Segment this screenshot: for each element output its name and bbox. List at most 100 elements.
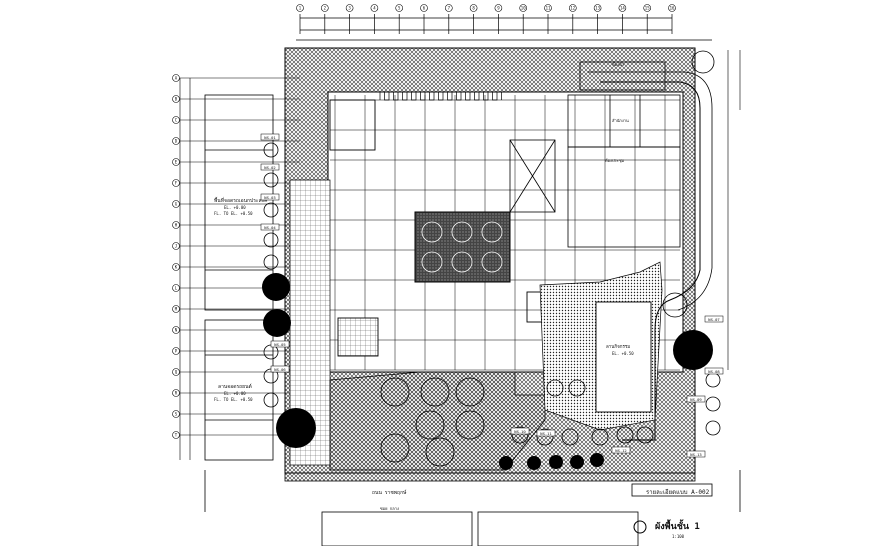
grid-bubble-top [420,4,428,12]
grid-bubble-left [172,368,180,376]
grid-bubble-top [444,4,453,12]
grid-bubble-top [568,4,577,12]
tree-tag-label: NS.02 [264,165,275,170]
tree-tag [510,427,530,435]
lower-right-level: EL. +0.50 [612,351,634,356]
grid-bubble-top [643,4,652,12]
grid-bubble-left [172,389,180,397]
tree-tag-label: NS.12 [615,448,626,453]
drawing-title: ผังพื้นชั้น 1 [655,519,700,532]
grid-label-top: 13 [595,6,600,11]
grid-bubble-top [370,4,379,12]
grid-label-left: N [175,328,178,333]
tree-tag-label: NS.04 [264,225,276,230]
grid-bubble-top [494,4,503,12]
tree-tag-label: NS.06 [274,367,286,372]
left-grid-lines [176,77,300,460]
grid-label-top: 12 [570,6,575,11]
grid-label-top: 10 [521,6,526,11]
grid-label-left: R [175,391,178,396]
grid-label-left: J [175,244,177,249]
grid-bubble-top [618,4,627,12]
tree-tag [260,133,280,141]
top-facade [379,91,502,101]
section-reference: รายละเอียดแบบ A-002 [646,488,710,496]
tree-tag-label: NS.09 [690,397,702,402]
grid-bubble-left [172,305,180,313]
right-side-dims [727,50,741,370]
grid-label-left: M [175,307,178,312]
grid-label-left: P [175,349,178,354]
tree-tag [704,367,724,375]
grid-label-left: E [175,160,178,165]
driveway [600,81,701,441]
tree-tag [270,365,290,373]
grid-bubble-top [469,4,478,12]
tree-tag [260,223,280,231]
grid-label-top: 6 [423,6,426,11]
tree-tag-label: NS.13 [690,452,701,457]
tree-tag-label: NS.08 [708,369,720,374]
grid-bubble-top [296,4,304,12]
zone-upper-left-label: พื้นที่จอดรถเอนกประสงค์ [214,195,267,204]
grid-bubble-top [668,4,676,12]
grid-bubble-left [172,410,180,418]
grid-label-top: 7 [448,6,451,11]
drawing-scale: 1:100 [672,534,685,539]
grid-label-top: 15 [645,6,650,11]
grid-label-left: T [175,433,178,438]
grid-bubble-left [172,242,180,250]
lower-right-building [595,301,652,413]
grid-label-top: 8 [472,6,475,11]
grid-bubble-left [172,431,180,439]
grid-bubble-top [345,4,354,12]
grid-bubble-left [172,263,180,271]
right-building-1: สำนักงาน [612,118,629,123]
grid-label-top: 2 [324,6,327,11]
tree-tag-label: NS.03 [264,195,275,200]
service-core [329,99,558,357]
grid-label-top: 11 [546,6,551,11]
tree-tag [260,163,280,171]
lower-plaza [329,371,546,471]
zone-lower-left-label: ลานจอดรถยนต์ [218,383,252,390]
grid-bubble-top [395,4,404,12]
grid-label-top: 14 [620,6,625,11]
atrium-void [509,139,556,213]
grid-label-top: 9 [497,6,500,11]
grid-bubble-left [172,221,180,229]
tree-tag-label: NS.11 [540,431,552,436]
tree-tag [260,193,280,201]
grid-bubble-left [172,347,180,355]
grid-label-left: L [175,286,178,291]
zone-upper-left-level: EL. +0.00 [224,205,246,210]
grid-label-left: H [175,223,178,228]
grid-label-left: B [175,97,178,102]
top-dimension-line [296,14,712,41]
grid-label-top: 4 [373,6,376,11]
grid-label-top: 1 [299,6,302,11]
grid-label-left: S [175,412,178,417]
zone-lower-left-level: EL. +0.00 [224,391,246,396]
grid-bubble-top [544,4,552,12]
zone-upper-left-fl: FL. TO EL. +0.50 [214,211,253,216]
tree-tag [704,315,724,323]
labels: พื้นที่จอดรถเอนกประสงค์ EL. +0.00 FL. TO… [214,60,710,539]
road-sublabel: ซอย กลาง [380,506,399,511]
tree-tag-label: NS.05 [274,342,285,347]
right-building-3: ห้องน้ำ [612,60,624,67]
tree-tag [686,395,706,403]
north-arrow-icon [633,520,647,534]
grid-bubble-top [320,4,329,12]
road-label: ถนน ราชพฤกษ์ [372,489,407,496]
grid-bubble-left [172,200,180,208]
right-rooms [567,61,681,248]
grid-bubble-left [172,74,180,82]
grid-bubble-left [172,179,180,187]
right-building-2: ห้องประชุม [605,158,625,164]
left-parking-zones [204,94,274,461]
tree-tag [536,429,556,437]
grid-label-top: 3 [348,6,351,11]
tree-tag [611,446,631,454]
